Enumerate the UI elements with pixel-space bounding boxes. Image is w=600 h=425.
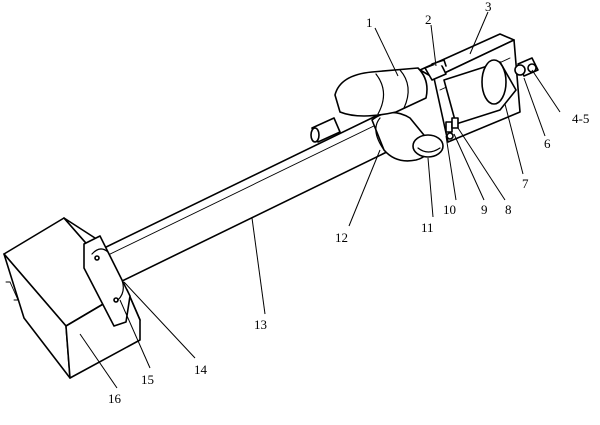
- callout-15: 15: [141, 372, 154, 387]
- leader-lines: [79, 11, 561, 389]
- callout-8: 8: [505, 202, 512, 217]
- callout-3: 3: [485, 0, 492, 14]
- callout-6: 6: [544, 136, 551, 151]
- callout-10: 10: [443, 202, 456, 217]
- long-tube: [99, 115, 396, 283]
- mounting-flange: [83, 235, 131, 327]
- callout-9: 9: [481, 202, 488, 217]
- callout-4-5: 4-5: [572, 111, 589, 126]
- callout-labels: 1 2 3 4-5 6 7 8 9 10 11 12 13 14 15 16: [108, 0, 589, 406]
- top-nut: [424, 59, 447, 81]
- callout-14: 14: [194, 362, 208, 377]
- callout-1: 1: [366, 15, 373, 30]
- small-pins: [445, 117, 459, 140]
- callout-16: 16: [108, 391, 122, 406]
- ball-joint: [412, 134, 444, 158]
- callout-7: 7: [522, 176, 529, 191]
- callout-13: 13: [254, 317, 267, 332]
- actuator-body: [443, 59, 517, 125]
- callout-11: 11: [421, 220, 434, 235]
- motor-cylinder: [310, 67, 428, 143]
- callout-12: 12: [335, 230, 348, 245]
- callout-2: 2: [425, 12, 432, 27]
